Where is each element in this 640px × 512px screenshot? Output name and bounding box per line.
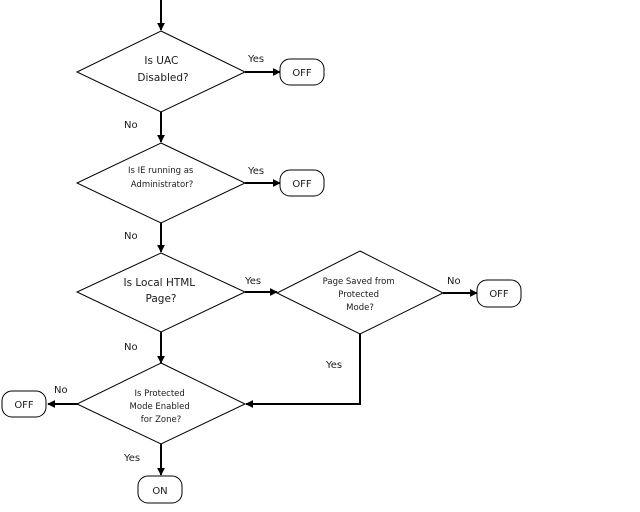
terminal-on: ON <box>137 475 183 504</box>
decision-label-line: Mode Enabled <box>130 402 190 412</box>
edge-label-local-html-no: No <box>124 342 138 353</box>
svg-text:Is Protected Mode Enable: Is Protected Mode Enabled for Zone? <box>130 389 193 425</box>
edge-labels: Yes No Yes No Yes No No Yes No Yes <box>54 54 461 464</box>
edge-label-protected-mode-yes: Yes <box>123 453 140 464</box>
terminal-off-protected-mode: OFF <box>1 390 47 418</box>
terminal-label: OFF <box>292 68 312 79</box>
decision-label-line: Mode? <box>346 303 374 313</box>
terminal-label: OFF <box>292 179 312 190</box>
decision-label-line: Disabled? <box>137 72 188 84</box>
decision-label-line: Protected <box>338 290 379 300</box>
decision-ie-running-as-admin: Is IE running as Administrator? <box>75 142 247 224</box>
decision-label-line: Is IE running as <box>128 166 194 176</box>
svg-text:Page Saved from Protecte: Page Saved from Protected Mode? <box>323 277 398 313</box>
edge-label-uac-yes: Yes <box>247 54 264 65</box>
decision-label-line: Is Protected <box>134 389 184 399</box>
terminal-label: ON <box>152 486 167 497</box>
edge-label-protected-mode-no: No <box>54 385 68 396</box>
edge-label-page-saved-yes: Yes <box>325 360 342 371</box>
terminal-label: OFF <box>489 289 509 300</box>
decision-protected-mode-enabled: Is Protected Mode Enabled for Zone? <box>75 362 247 445</box>
decision-label-line: Page? <box>146 293 177 305</box>
svg-text:Is IE running as Adminis: Is IE running as Administrator? <box>128 166 196 190</box>
connectors <box>47 0 478 476</box>
decision-label-line: Is UAC <box>144 55 178 67</box>
decision-uac-disabled: Is UAC Disabled? <box>75 30 247 113</box>
svg-text:Is Local HTML Page?: Is Local HTML Page? <box>123 277 198 305</box>
terminal-off-uac: OFF <box>279 58 325 86</box>
edge-label-local-html-yes: Yes <box>244 276 261 287</box>
svg-text:Is UAC Disabled?: Is UAC Disabled? <box>137 55 188 84</box>
terminal-off-page-saved: OFF <box>476 279 522 308</box>
decision-local-html-page: Is Local HTML Page? <box>75 252 247 333</box>
decision-label-line: for Zone? <box>141 415 182 425</box>
decision-label-line: Administrator? <box>131 180 193 190</box>
edge-label-page-saved-no: No <box>447 276 461 287</box>
edge-label-ie-admin-no: No <box>124 231 138 242</box>
terminal-off-ie-admin: OFF <box>279 169 325 197</box>
connector-page-saved-yes <box>245 334 361 408</box>
edge-label-ie-admin-yes: Yes <box>247 166 264 177</box>
decision-page-saved-from-protected-mode: Page Saved from Protected Mode? <box>275 250 445 335</box>
decision-label-line: Is Local HTML <box>123 277 195 289</box>
edge-label-uac-no: No <box>124 120 138 131</box>
decision-label-line: Page Saved from <box>323 277 395 287</box>
terminal-label: OFF <box>14 400 34 411</box>
